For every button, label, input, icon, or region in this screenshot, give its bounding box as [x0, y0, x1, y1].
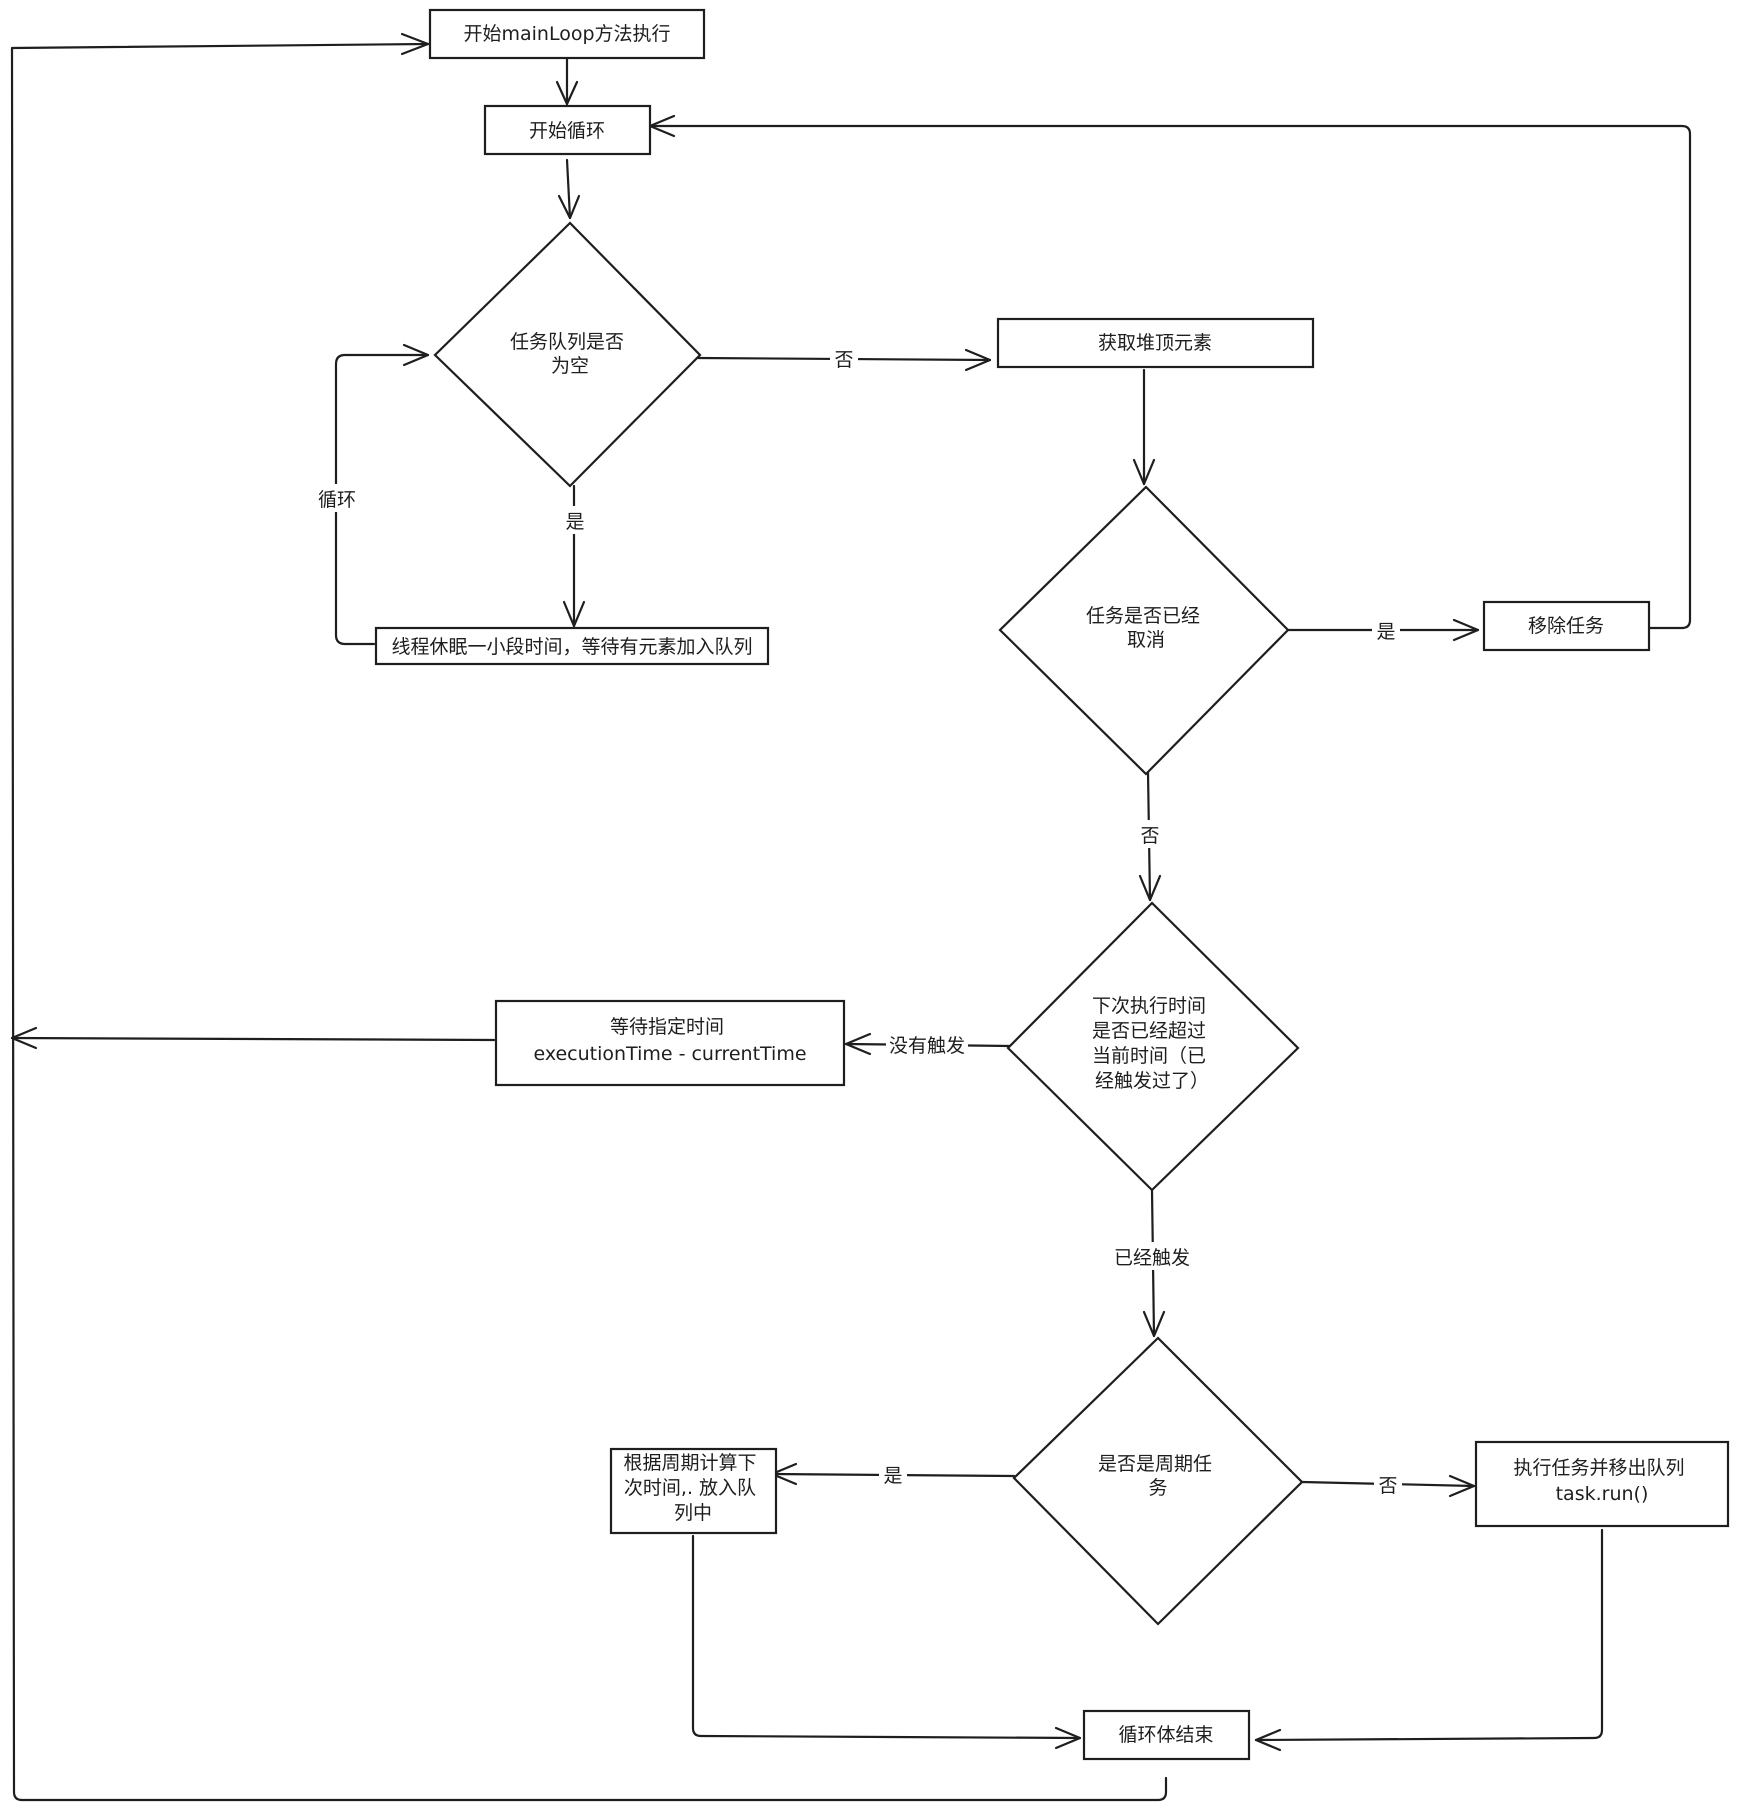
node-time-check: 下次执行时间 是否已经超过 当前时间（已 经触发过了） [1006, 901, 1300, 1192]
label-queue-no: 否 [834, 349, 853, 371]
node-loop-end-text: 循环体结束 [1118, 1724, 1213, 1746]
node-start: 开始mainLoop方法执行 [428, 8, 706, 60]
node-remove-text: 移除任务 [1528, 615, 1604, 637]
label-triggered: 已经触发 [1114, 1247, 1190, 1269]
node-remove: 移除任务 [1482, 600, 1651, 652]
arrowhead [1254, 1728, 1282, 1752]
label-loop: 循环 [318, 489, 356, 511]
arrowhead [1054, 1726, 1082, 1750]
node-wait: 等待指定时间 executionTime - currentTime [494, 999, 846, 1087]
arrowhead [1452, 618, 1480, 642]
label-cancel-no: 否 [1140, 825, 1159, 847]
node-reschedule: 根据周期计算下 次时间,. 放入队 列中 [609, 1447, 778, 1535]
label-periodic-no: 否 [1378, 1475, 1397, 1497]
arrowhead [964, 348, 992, 372]
node-periodic-text: 是否是周期任 务 [1098, 1453, 1218, 1499]
edge-loop-to-queue-check [565, 158, 572, 220]
node-run-text: 执行任务并移出队列 task.run() [1513, 1457, 1690, 1505]
node-loop-start: 开始循环 [483, 104, 652, 156]
node-reschedule-text: 根据周期计算下 次时间,. 放入队 列中 [623, 1452, 762, 1524]
label-not-triggered: 没有触发 [889, 1035, 965, 1057]
node-start-text: 开始mainLoop方法执行 [463, 23, 670, 45]
edge-wait-to-loop [10, 1036, 496, 1042]
node-sleep-text: 线程休眠一小段时间，等待有元素加入队列 [391, 636, 752, 658]
arrowhead [10, 1026, 38, 1050]
arrowhead [1448, 1474, 1476, 1498]
arrowhead [562, 600, 586, 628]
arrowhead [402, 343, 430, 367]
edge-remove-to-loop [648, 124, 1692, 630]
arrowhead [555, 80, 579, 106]
edge-reschedule-to-end [691, 1534, 1082, 1740]
edge-run-to-end [1254, 1528, 1604, 1742]
arrowhead [1138, 874, 1162, 902]
node-queue-empty: 任务队列是否 为空 [433, 221, 702, 488]
node-get-top: 获取堆顶元素 [996, 317, 1315, 369]
arrowhead [400, 32, 430, 56]
label-cancel-yes: 是 [1376, 621, 1395, 643]
node-cancelled: 任务是否已经 取消 [998, 485, 1290, 776]
arrowhead [1142, 1310, 1166, 1338]
node-sleep: 线程休眠一小段时间，等待有元素加入队列 [374, 626, 770, 666]
label-queue-yes: 是 [565, 511, 584, 533]
arrowhead [844, 1032, 872, 1056]
node-periodic: 是否是周期任 务 [1012, 1336, 1304, 1626]
label-periodic-yes: 是 [883, 1465, 902, 1487]
node-queue-empty-text: 任务队列是否 为空 [510, 331, 630, 377]
node-get-top-text: 获取堆顶元素 [1098, 332, 1212, 354]
node-time-check-text: 下次执行时间 是否已经超过 当前时间（已 经触发过了） [1092, 995, 1212, 1092]
node-cancelled-text: 任务是否已经 取消 [1086, 605, 1206, 651]
edge-labels: 否 是 循环 是 否 没有触发 已经触发 是 否 [314, 344, 1402, 1498]
arrowhead [1132, 458, 1156, 486]
node-loop-start-text: 开始循环 [529, 120, 605, 142]
arrowhead [557, 194, 581, 220]
node-wait-text: 等待指定时间 executionTime - currentTime [533, 1016, 806, 1065]
edge-loopend-to-start [10, 42, 1168, 1802]
node-run: 执行任务并移出队列 task.run() [1474, 1440, 1730, 1528]
node-loop-end: 循环体结束 [1082, 1709, 1251, 1761]
edges [10, 32, 1692, 1802]
